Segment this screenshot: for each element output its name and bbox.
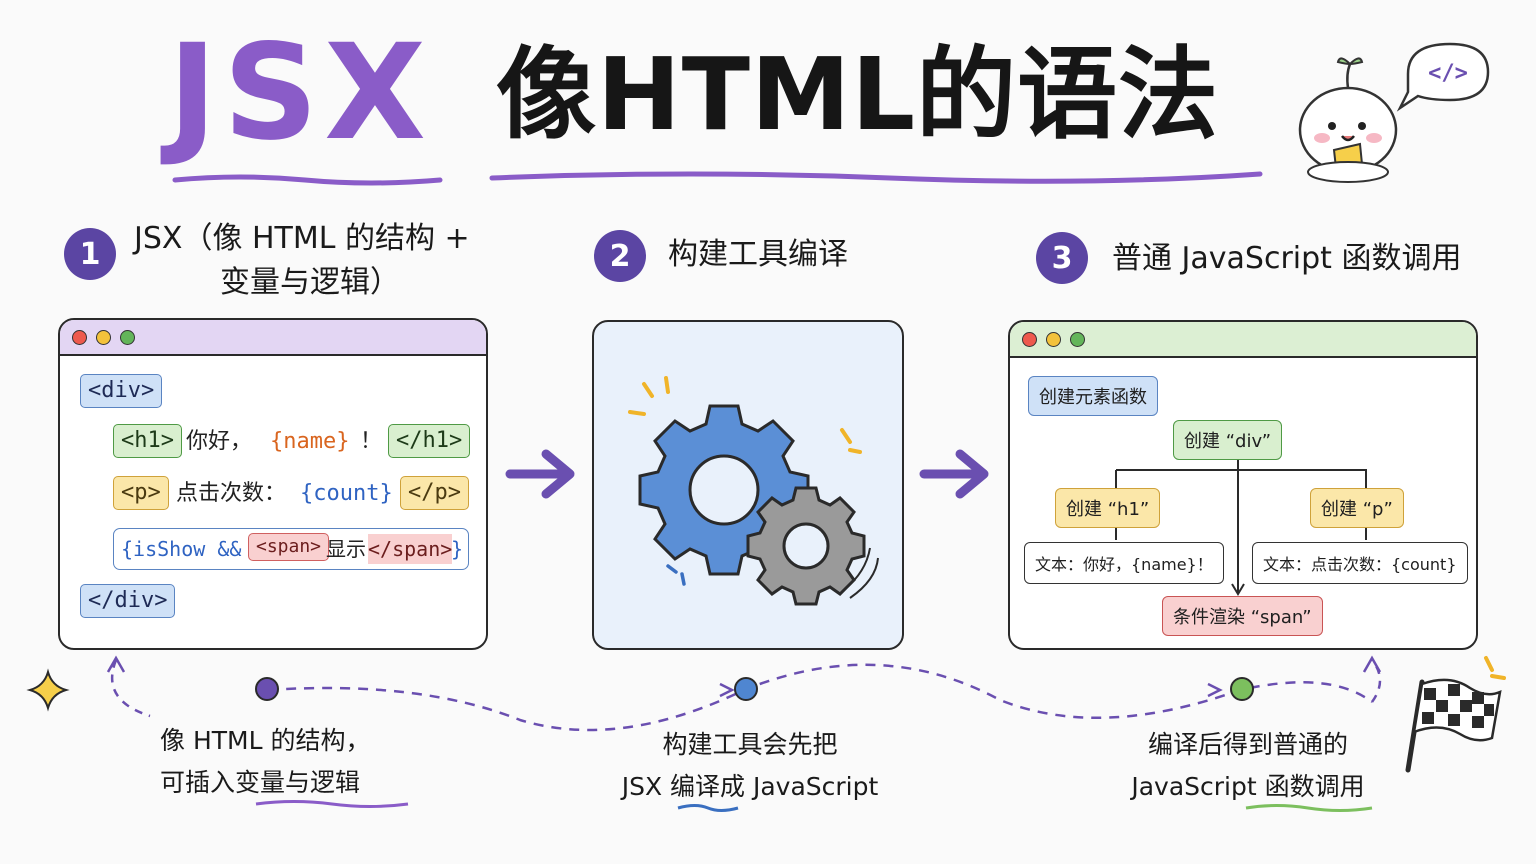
create-element-header: 创建元素函数 — [1028, 376, 1158, 416]
maximize-dot-icon — [120, 329, 135, 345]
minimize-dot-icon — [96, 329, 111, 345]
p-var: {count} — [300, 481, 393, 506]
h1-bang: ！ — [360, 429, 383, 454]
mascot: </> — [1290, 40, 1530, 190]
p-close-tag: </p> — [400, 476, 469, 510]
sparkle-icon — [26, 668, 70, 712]
cond-prefix: {isShow && — [121, 537, 242, 561]
div-close-tag: </div> — [80, 584, 176, 618]
arrow-right-icon — [919, 449, 989, 499]
caption-2-underline — [677, 804, 739, 812]
span-close-tag: </span> — [368, 534, 453, 564]
step-1-number: 1 — [64, 228, 116, 280]
finish-flag-icon — [1405, 656, 1506, 773]
caption-2-line1: 构建工具会先把 — [662, 730, 838, 759]
window-titlebar — [60, 320, 486, 356]
close-dot-icon — [1022, 331, 1037, 347]
h1-text: 你好， — [186, 429, 253, 454]
caption-1-underline — [255, 800, 409, 808]
caption-3-underline — [1245, 804, 1373, 812]
h1-close-tag: </h1> — [388, 424, 471, 458]
mascot-icon: </> — [1298, 42, 1490, 183]
caption-3-line2: JavaScript 函数调用 — [1131, 772, 1365, 801]
tree-text-p: 文本：点击次数：{count} — [1252, 542, 1468, 584]
caption-3-line1: 编译后得到普通的 — [1147, 730, 1348, 759]
step-1-label-line1: JSX（像 HTML 的结构 + — [134, 221, 470, 256]
gears-icon — [628, 376, 879, 606]
div-open-tag: <div> — [80, 374, 163, 408]
p-text: 点击次数： — [176, 481, 287, 506]
tree-node-conditional: 条件渲染 “span” — [1162, 596, 1323, 636]
jsx-code-content: <div> <h1> 你好， {name} ！ </h1> <p> 点击次数： … — [58, 318, 488, 650]
step-3-label: 普通 JavaScript 函数调用 — [1112, 241, 1462, 276]
title-underline — [172, 171, 1263, 186]
maximize-dot-icon — [1070, 331, 1085, 347]
title-main: 像HTML的语法 — [496, 36, 1220, 153]
tree-root-node: 创建 “div” — [1173, 420, 1283, 460]
h1-open-tag: <h1> — [113, 424, 182, 458]
span-text: 显示 — [326, 537, 366, 561]
span-open-tag: <span> — [248, 533, 330, 561]
progress-path — [106, 655, 1382, 732]
caption-1-line1: 像 HTML 的结构， — [160, 726, 371, 755]
close-dot-icon — [72, 329, 87, 345]
minimize-dot-icon — [1046, 331, 1061, 347]
tree-node-h1: 创建 “h1” — [1055, 488, 1161, 528]
p-open-tag: <p> — [113, 476, 169, 510]
window-titlebar — [1010, 322, 1476, 358]
step-2-label: 构建工具编译 — [668, 237, 848, 272]
caption-2-line2: JSX 编译成 JavaScript — [621, 772, 879, 801]
title-jsx: JSX — [168, 16, 432, 170]
caption-1-line2: 可插入变量与逻辑 — [160, 768, 361, 797]
compiler-panel — [592, 320, 904, 650]
tree-text-h1: 文本：你好，{name}！ — [1024, 542, 1224, 584]
cond-suffix: } — [451, 537, 464, 561]
js-output-panel — [1008, 320, 1478, 650]
arrow-right-icon — [505, 449, 575, 499]
mascot-bubble-text: </> — [1428, 61, 1468, 86]
h1-var: {name} — [270, 429, 350, 454]
step-2-number: 2 — [594, 230, 646, 282]
step-1-label-line2: 变量与逻辑） — [220, 265, 400, 300]
tree-node-p: 创建 “p” — [1310, 488, 1404, 528]
step-3-number: 3 — [1036, 232, 1088, 284]
